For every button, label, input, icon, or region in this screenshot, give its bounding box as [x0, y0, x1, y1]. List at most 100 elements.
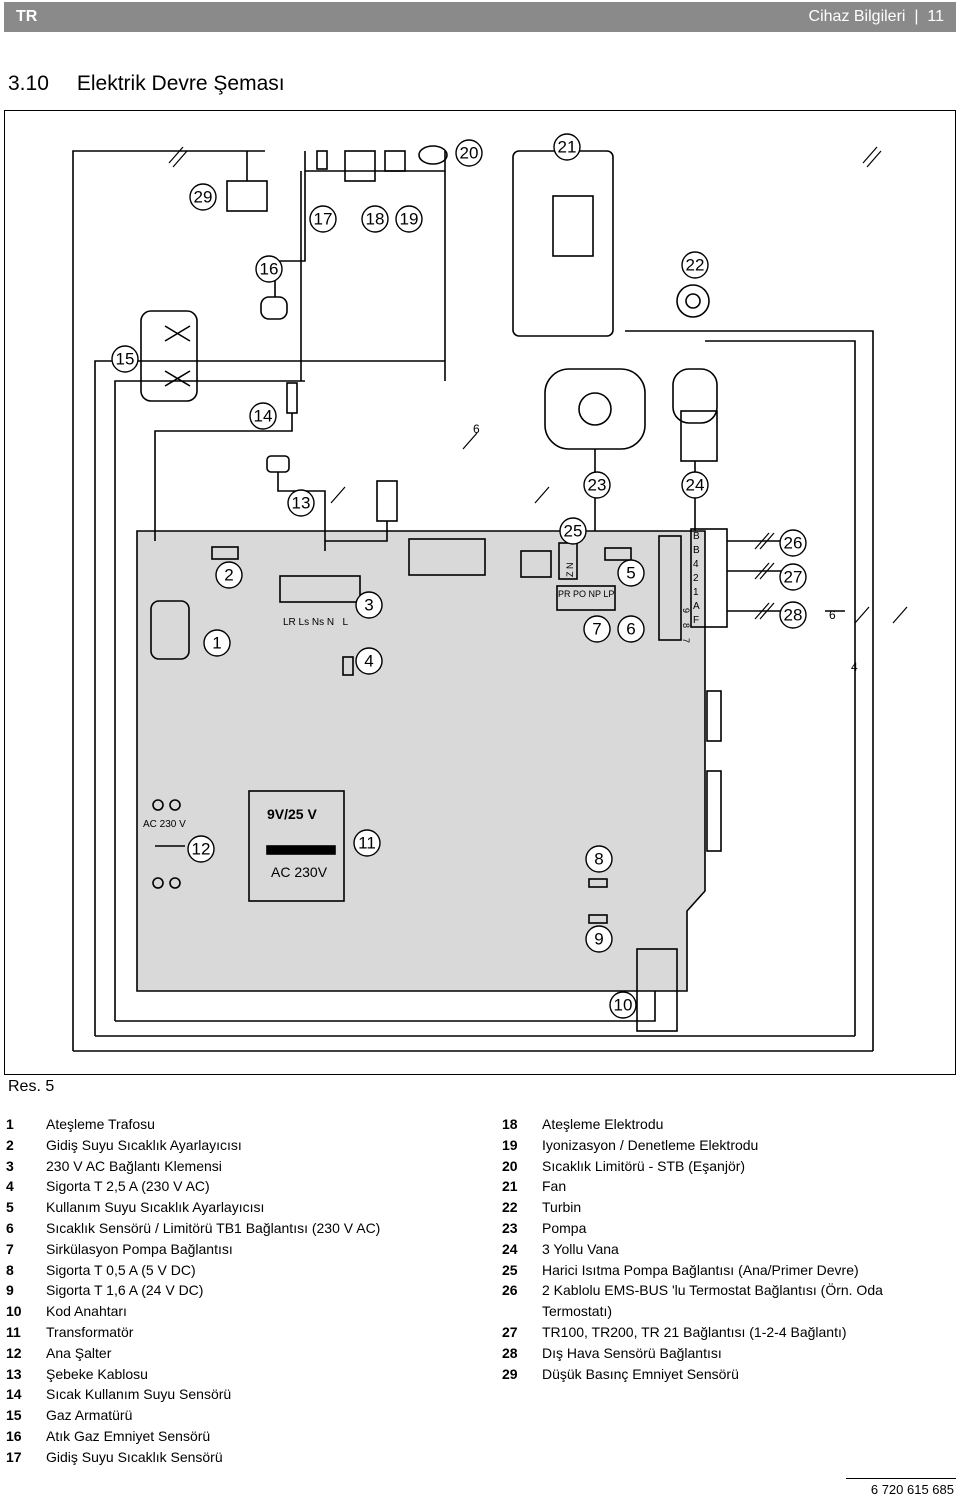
- callout-21: [553, 133, 581, 161]
- connector-bb42: [690, 528, 728, 628]
- callout-label-17: 17: [314, 210, 333, 229]
- legend-text: Ateşleme Elektrodu: [542, 1116, 664, 1132]
- ignition-transformer: [150, 600, 190, 660]
- transformer-frame: [248, 790, 345, 902]
- footer-rule: [846, 1478, 956, 1479]
- legend-text: Ateşleme Trafosu: [46, 1116, 155, 1132]
- legend-item: 17 Gidiş Suyu Sıcaklık Sensörü: [6, 1447, 476, 1468]
- callout-1: [203, 629, 231, 657]
- legend-number: 17: [6, 1448, 22, 1465]
- wire-label-6b: 6: [829, 608, 836, 622]
- callout-18: [361, 205, 389, 233]
- legend-number: 23: [502, 1219, 518, 1236]
- connector-987-8: 8: [681, 623, 691, 628]
- legend-number: 14: [6, 1386, 22, 1403]
- legend-item: 5 Kullanım Suyu Sıcaklık Ayarlayıcısı: [6, 1197, 476, 1218]
- callout-9: [585, 925, 613, 953]
- legend-text: 3 Yollu Vana: [542, 1240, 619, 1257]
- callout-label-10: 10: [614, 996, 633, 1015]
- legend-text: 2 Kablolu EMS-BUS 'lu Termostat Bağlantı…: [542, 1282, 883, 1320]
- transformer-bottom-label: AC 230V: [271, 864, 328, 880]
- callout-7: [583, 615, 611, 643]
- legend-item: 7 Sirkülasyon Pompa Bağlantısı: [6, 1239, 476, 1260]
- pressure-sensor: [226, 180, 268, 212]
- legend-number: 20: [502, 1157, 518, 1174]
- callout-label-13: 13: [292, 494, 311, 513]
- legend-text: Harici Isıtma Pompa Bağlantısı (Ana/Prim…: [542, 1261, 859, 1278]
- control-board: [136, 530, 706, 992]
- wire-label-6a: 6: [473, 422, 480, 436]
- callout-label-26: 26: [784, 534, 803, 553]
- callout-label-23: 23: [588, 476, 607, 495]
- callout-10: [609, 991, 637, 1019]
- legend-text: Kullanım Suyu Sıcaklık Ayarlayıcısı: [46, 1199, 265, 1216]
- turbine: [676, 284, 710, 318]
- legend-number: 19: [502, 1136, 518, 1153]
- legend-text: Gidiş Suyu Sıcaklık Sensörü: [46, 1448, 223, 1465]
- terminal-block: [279, 575, 361, 603]
- legend-number: 25: [502, 1261, 518, 1278]
- callout-label-9: 9: [594, 930, 603, 949]
- callout-label-3: 3: [364, 596, 373, 615]
- connector-987-9: 9: [681, 608, 691, 613]
- language-code: TR: [16, 8, 38, 25]
- connector-letter-b2: B: [693, 545, 700, 556]
- fuse-9: [588, 914, 608, 924]
- callout-label-8: 8: [594, 850, 603, 869]
- legend-text: Transformatör: [46, 1323, 134, 1340]
- connector-block-a: [408, 538, 486, 576]
- legend-number: 4: [6, 1178, 14, 1195]
- callout-11: [353, 829, 381, 857]
- legend-number: 3: [6, 1157, 14, 1174]
- legend-item: 20 Sıcaklık Limitörü - STB (Eşanjör): [502, 1156, 932, 1177]
- connector-letter-4: 4: [693, 559, 699, 570]
- callout-14: [249, 402, 277, 430]
- pump-terminals-label: PR PO NP LP: [558, 589, 614, 599]
- callout-29: [189, 183, 217, 211]
- legend-text: Sigorta T 1,6 A (24 V DC): [46, 1282, 204, 1299]
- legend-number: 7: [6, 1240, 14, 1257]
- mains-plug: [266, 455, 290, 473]
- wiring-diagram-frame: 1 2 3 4 5 6 7 8 9 10 11 12 13 14 15 16 1…: [4, 110, 956, 1075]
- legend-number: 5: [6, 1199, 14, 1216]
- legend-text: Sıcaklık Limitörü - STB (Eşanjör): [542, 1157, 746, 1174]
- callout-label-5: 5: [626, 564, 635, 583]
- callout-label-1: 1: [212, 634, 221, 653]
- connector-side-b: [706, 770, 722, 852]
- callout-label-4: 4: [364, 652, 373, 671]
- legend-item: 11 Transformatör: [6, 1322, 476, 1343]
- connector-letter-b1: B: [693, 531, 700, 542]
- legend-number: 11: [6, 1323, 21, 1340]
- legend-text: Gidiş Suyu Sıcaklık Ayarlayıcısı: [46, 1136, 242, 1153]
- ionisation-electrode: [384, 150, 406, 172]
- legend-number: 16: [6, 1427, 22, 1444]
- page-header: TR Cihaz Bilgileri | 11: [4, 2, 956, 32]
- callout-label-14: 14: [254, 407, 273, 426]
- legend-text: Sigorta T 0,5 A (5 V DC): [46, 1261, 196, 1278]
- callout-19: [395, 205, 423, 233]
- connector-987-7: 7: [681, 638, 691, 643]
- legend-text: Sirkülasyon Pompa Bağlantısı: [46, 1240, 233, 1257]
- callout-2: [215, 561, 243, 589]
- fan-housing: [512, 150, 614, 337]
- three-way-valve: [672, 368, 718, 424]
- callout-label-19: 19: [400, 210, 419, 229]
- wiring-diagram: 1 2 3 4 5 6 7 8 9 10 11 12 13 14 15 16 1…: [72, 133, 908, 1052]
- legend-item: 25 Harici Isıtma Pompa Bağlantısı (Ana/Pr…: [502, 1260, 932, 1281]
- figure-caption: Res. 5: [8, 1078, 55, 1095]
- callout-12: [187, 835, 215, 863]
